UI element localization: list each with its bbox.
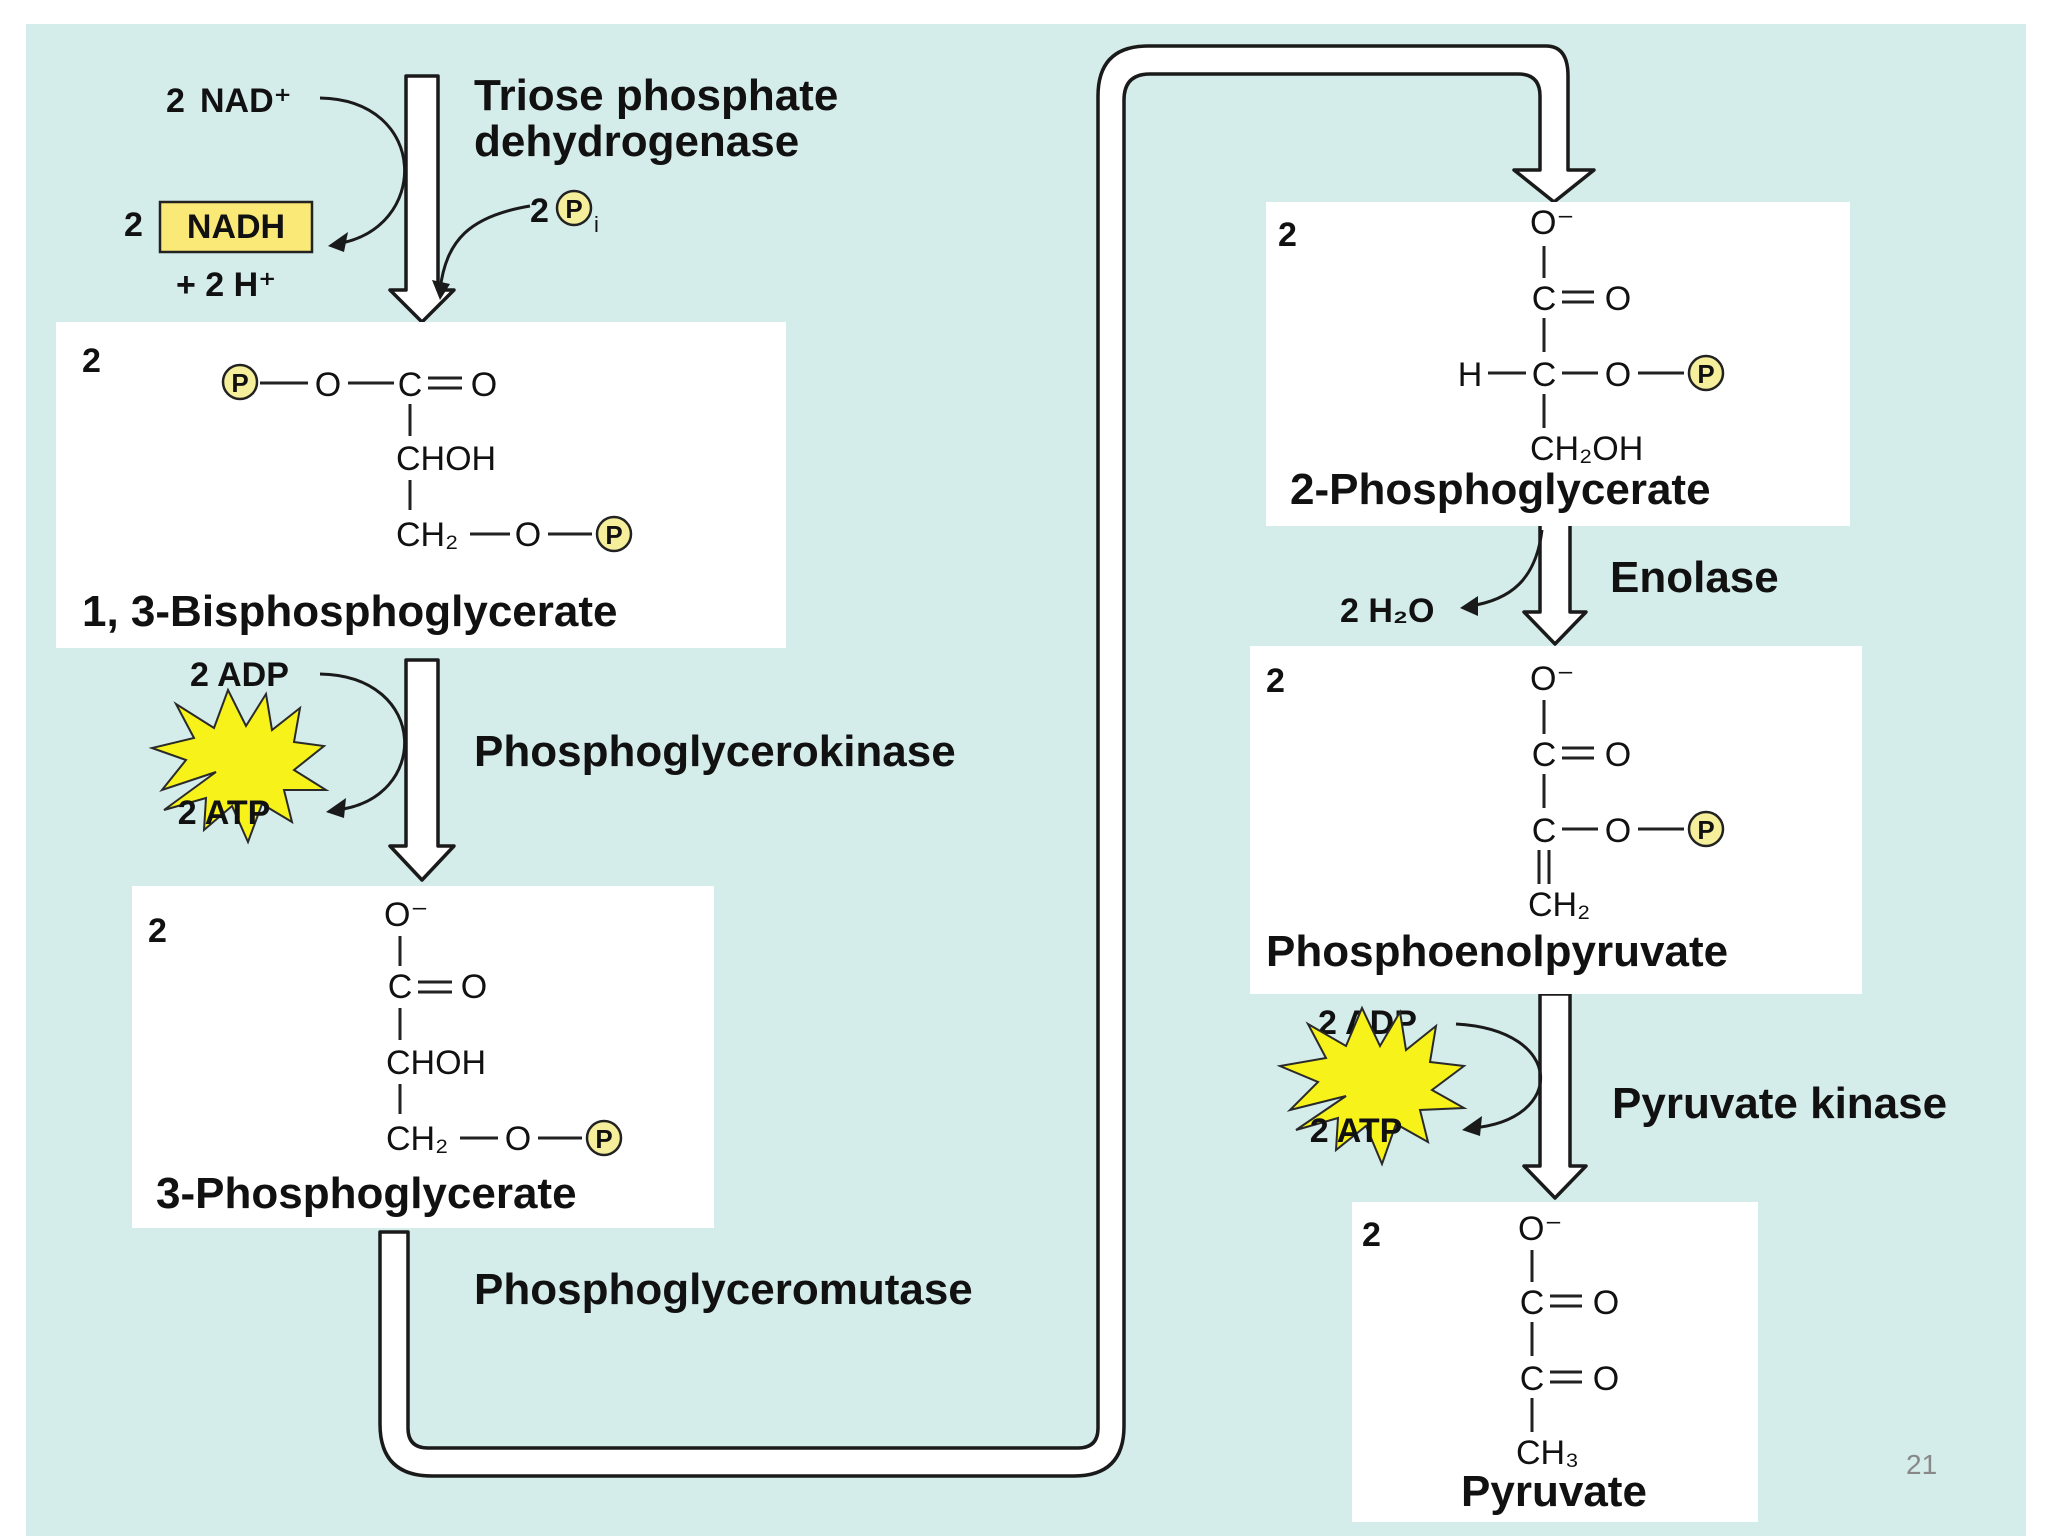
pyruvate-name: Pyruvate xyxy=(1461,1467,1647,1516)
atp-arrowhead-2 xyxy=(1462,1116,1482,1136)
nad-count: 2 xyxy=(166,82,185,120)
pg2-ch2oh: CH₂OH xyxy=(1530,430,1643,468)
phosphate-icon xyxy=(221,363,259,401)
pyruvate-ch3: CH₃ xyxy=(1516,1434,1579,1472)
pyruvate-count: 2 xyxy=(1362,1216,1381,1254)
bpg-count: 2 xyxy=(82,342,101,380)
carbon-atom: C xyxy=(1532,812,1557,850)
pg3-choh: CHOH xyxy=(386,1044,486,1082)
oxygen-atom: O xyxy=(315,366,341,404)
nad-to-nadh-curve xyxy=(319,96,407,246)
nadh-count: 2 xyxy=(124,206,143,244)
pg3-count: 2 xyxy=(148,912,167,950)
carbon-atom: C xyxy=(1520,1284,1545,1322)
pg2-count: 2 xyxy=(1278,216,1297,254)
bpg-name: 1, 3-Bisphosphoglycerate xyxy=(82,587,617,636)
pgk-enzyme: Phosphoglycerokinase xyxy=(474,727,956,776)
phosphate-letter: P xyxy=(1697,359,1714,389)
atp-label-1: 2 ATP xyxy=(178,794,271,832)
water-arrowhead xyxy=(1460,596,1478,616)
pk-enzyme: Pyruvate kinase xyxy=(1612,1079,1947,1128)
phosphate-letter: P xyxy=(605,520,622,550)
pg3-name: 3-Phosphoglycerate xyxy=(156,1169,577,1218)
oxyanion-atom: O⁻ xyxy=(384,896,428,934)
pg3-ch2: CH₂ xyxy=(386,1120,448,1158)
adp-to-atp-curve-2 xyxy=(1455,1022,1542,1130)
pg2-h: H xyxy=(1458,356,1483,394)
triose-enzyme-line2: dehydrogenase xyxy=(474,117,799,166)
water-out-curve xyxy=(1469,529,1544,608)
triose-enzyme-line1: Triose phosphate xyxy=(474,71,838,120)
nadh-arrowhead xyxy=(328,232,348,252)
carbon-atom: C xyxy=(1532,356,1557,394)
bpg-ch2: CH₂ xyxy=(396,516,458,554)
phosphate-icon xyxy=(585,1119,623,1157)
mutase-enzyme: Phosphoglyceromutase xyxy=(474,1265,973,1314)
phosphoglycerate-2-box: 2 O⁻ C O H C O P CH₂OH 2-Phosphoglycerat… xyxy=(1266,202,1850,526)
atp-burst-2 xyxy=(1276,1005,1468,1167)
atp-arrowhead-1 xyxy=(326,798,346,818)
pyruvate-box: 2 O⁻ C O C O CH₃ Pyruvate xyxy=(1352,1202,1758,1522)
oxyanion-atom: O⁻ xyxy=(1530,204,1574,242)
pg2-name: 2-Phosphoglycerate xyxy=(1290,465,1711,514)
phosphoenolpyruvate-box: 2 O⁻ C O C O P CH₂ Phosphoenolpyruvate xyxy=(1250,646,1862,994)
phosphate-icon xyxy=(1687,354,1725,392)
oxygen-atom: O xyxy=(1605,356,1631,394)
oxygen-atom: O xyxy=(471,366,497,404)
carbon-atom: C xyxy=(1532,736,1557,774)
oxygen-atom: O xyxy=(1593,1360,1619,1398)
pgk-adp: 2 ADP xyxy=(190,656,289,694)
pi-phosphate-letter: P xyxy=(565,194,582,224)
triose-step-arrow xyxy=(388,74,456,324)
nadh-highlight xyxy=(158,200,314,254)
phosphoglycerate-3-box: 2 O⁻ C O CHOH CH₂ O P 3-Phosphoglycerate xyxy=(132,886,714,1228)
oxygen-atom: O xyxy=(505,1120,531,1158)
oxygen-atom: O xyxy=(515,516,541,554)
pi-arrowhead xyxy=(432,280,450,300)
enolase-water: 2 H₂O xyxy=(1340,592,1434,630)
pep-name: Phosphoenolpyruvate xyxy=(1266,927,1728,976)
bisphosphoglycerate-box: 2 P O C O CHOH CH₂ O P 1, 3-Bisphosphogl… xyxy=(56,322,786,648)
carbon-atom: C xyxy=(1532,280,1557,318)
nad-label: NAD⁺ xyxy=(200,82,292,120)
pi-count: 2 xyxy=(530,192,549,230)
nadh-label: NADH xyxy=(187,208,285,246)
phosphate-icon xyxy=(595,515,633,553)
pgk-step-arrow xyxy=(388,658,456,882)
adp-to-atp-curve-1 xyxy=(319,672,407,812)
carbon-atom: C xyxy=(1520,1360,1545,1398)
phosphate-letter: P xyxy=(595,1124,612,1154)
pi-subscript: i xyxy=(594,212,599,237)
enolase-enzyme: Enolase xyxy=(1610,553,1779,602)
bpg-choh: CHOH xyxy=(396,440,496,478)
pi-phosphate-icon xyxy=(555,189,593,227)
enolase-step-arrow xyxy=(1522,522,1588,646)
carbon-atom: C xyxy=(388,968,413,1006)
oxygen-atom: O xyxy=(1605,280,1631,318)
oxygen-atom: O xyxy=(1605,812,1631,850)
phosphate-letter: P xyxy=(1697,815,1714,845)
oxygen-atom: O xyxy=(461,968,487,1006)
oxygen-atom: O xyxy=(1605,736,1631,774)
atp-label-2: 2 ATP xyxy=(1310,1112,1403,1150)
carbon-atom: C xyxy=(398,366,423,404)
pk-step-arrow xyxy=(1522,992,1588,1200)
mutase-connector-arrow xyxy=(378,44,1596,1478)
pi-in-curve xyxy=(438,204,531,291)
atp-burst-1 xyxy=(148,687,330,845)
oxyanion-atom: O⁻ xyxy=(1518,1210,1562,1248)
pep-count: 2 xyxy=(1266,662,1285,700)
phosphate-icon xyxy=(1687,810,1725,848)
proton-label: + 2 H⁺ xyxy=(176,266,276,304)
oxyanion-atom: O⁻ xyxy=(1530,660,1574,698)
phosphate-letter: P xyxy=(231,368,248,398)
oxygen-atom: O xyxy=(1593,1284,1619,1322)
page-number: 21 xyxy=(1906,1449,1937,1480)
pep-ch2: CH₂ xyxy=(1528,886,1590,924)
